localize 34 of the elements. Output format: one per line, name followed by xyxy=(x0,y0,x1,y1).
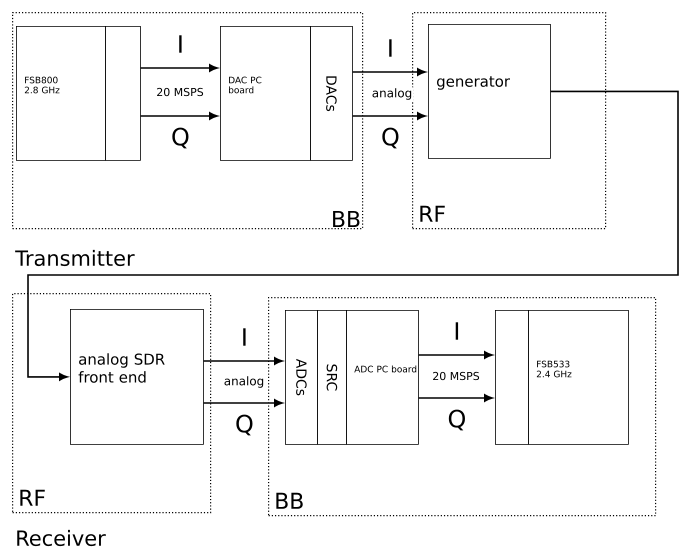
block-box: SRC xyxy=(317,310,347,445)
edge-label: Q xyxy=(236,414,252,436)
edge-label: Q xyxy=(382,128,398,148)
arrow xyxy=(140,112,218,120)
arrow xyxy=(140,64,218,72)
text-label: 20 MSPS xyxy=(433,372,480,380)
arrow xyxy=(352,112,426,120)
block-box: FSB533 2.4 GHz xyxy=(528,310,629,445)
arrow xyxy=(204,357,283,365)
text-label: analog xyxy=(372,88,412,100)
block-box: ADC PC board xyxy=(346,310,419,445)
text-label: Transmitter xyxy=(15,250,135,266)
block-box: DAC PC board xyxy=(220,26,311,161)
edge-label: Q xyxy=(448,410,465,430)
arrow xyxy=(418,394,493,402)
text-label: 20 MSPS xyxy=(157,88,204,96)
text-label: analog xyxy=(224,376,264,388)
arrow xyxy=(418,351,493,359)
block-box: analog SDR front end xyxy=(70,309,204,445)
block-box: FSB800 2.8 GHz xyxy=(16,26,106,161)
arrow xyxy=(27,90,679,381)
edge-label: I xyxy=(243,328,246,346)
block-box xyxy=(495,310,529,445)
edge-label: I xyxy=(389,39,392,57)
block-box: DACs xyxy=(310,26,353,161)
edge-label: Q xyxy=(172,128,188,148)
arrow xyxy=(204,399,283,407)
block-box: generator xyxy=(428,24,551,159)
block-box: ADCs xyxy=(285,310,318,445)
text-label: Receiver xyxy=(17,530,106,546)
edge-label: I xyxy=(456,322,458,340)
edge-label: I xyxy=(179,35,182,53)
arrow xyxy=(352,68,426,76)
block-box xyxy=(105,26,141,161)
